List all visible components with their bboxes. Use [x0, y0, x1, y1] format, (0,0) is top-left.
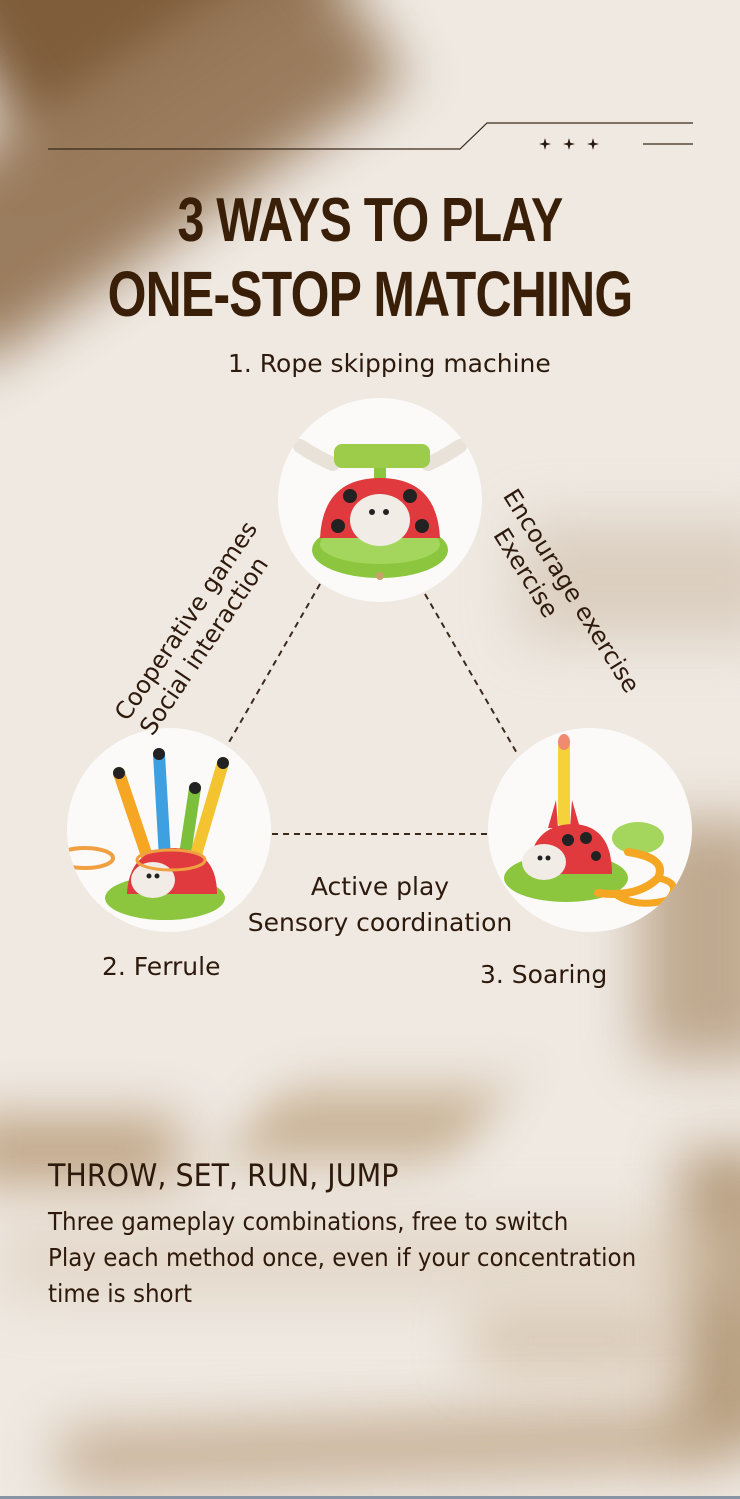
- page-title-line1: 3 WAYS TO PLAY: [177, 186, 563, 255]
- edge-label-bottom: Active play Sensory coordination: [190, 869, 570, 941]
- rope-skipping-toy-image: [278, 398, 482, 602]
- footer-paragraph: Three gameplay combinations, free to swi…: [48, 1204, 636, 1312]
- header-decoration: [48, 122, 693, 150]
- mode-1-label: 1. Rope skipping machine: [228, 349, 551, 378]
- mode-2-label: 2. Ferrule: [102, 952, 221, 981]
- star-icon: [539, 138, 551, 150]
- footer-line: Three gameplay combinations, free to swi…: [48, 1207, 569, 1236]
- connector-right: [424, 593, 519, 756]
- ring-toss-toy-image: [67, 728, 271, 932]
- rocket-launcher-toy-image: [488, 728, 692, 932]
- connector-left: [227, 583, 321, 745]
- star-icon: [563, 138, 575, 150]
- footer-line: Play each method once, even if your conc…: [48, 1243, 637, 1272]
- footer-text-block: THROW, SET, RUN, JUMP Three gameplay com…: [48, 1158, 687, 1312]
- mode-3-label: 3. Soaring: [480, 960, 608, 989]
- page-title-line2: ONE-STOP MATCHING: [107, 258, 634, 330]
- edge-bottom-line2: Sensory coordination: [247, 908, 513, 937]
- edge-bottom-line1: Active play: [310, 872, 450, 901]
- footer-heading: THROW, SET, RUN, JUMP: [48, 1158, 399, 1194]
- triangle-connectors: [227, 583, 519, 835]
- footer-line: time is short: [48, 1279, 193, 1308]
- star-icon: [587, 138, 599, 150]
